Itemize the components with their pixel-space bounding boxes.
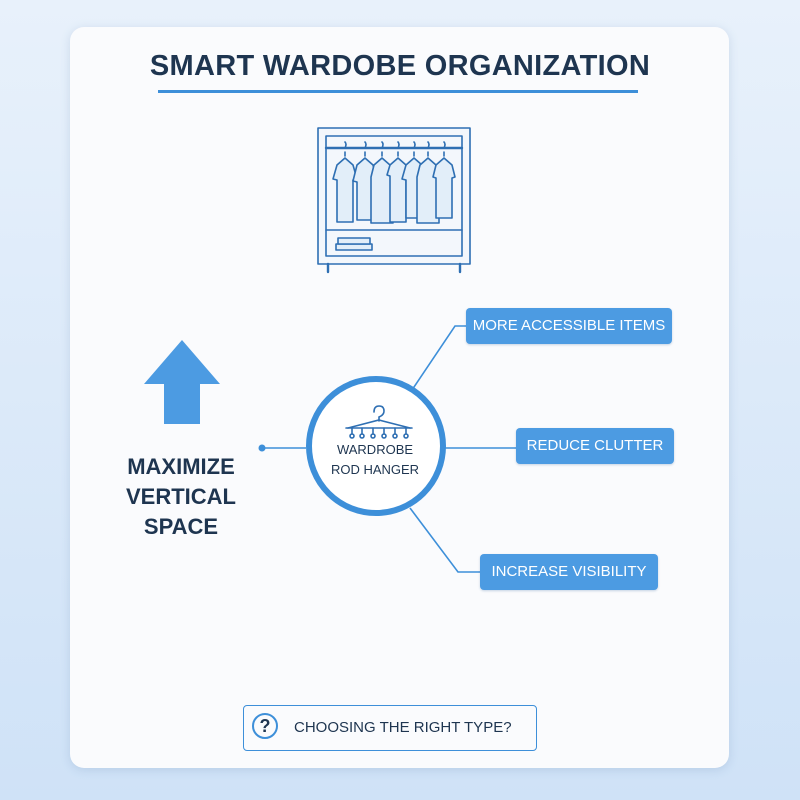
center-label-line: WARDROBE [336,442,414,457]
title-underline [158,90,638,93]
center-label-line: ROD HANGER [330,462,420,477]
connector-dot [258,444,266,452]
wardrobe-icon [317,127,471,274]
left-label-line: VERTICAL [126,484,236,509]
choosing-type-button[interactable]: ? CHOOSING THE RIGHT TYPE? [243,705,537,751]
question-icon: ? [252,713,278,739]
left-label-line: SPACE [143,514,219,539]
connector-lines [262,325,516,573]
center-circle [306,376,446,516]
page-title: SMART WARDOBE ORGANIZATION [149,50,651,82]
benefit-reduce-clutter[interactable]: REDUCE CLUTTER [516,428,674,464]
benefit-accessible-items[interactable]: MORE ACCESSIBLE ITEMS [466,308,672,344]
up-arrow-icon [144,340,220,424]
maximize-vertical-space-label: MAXIMIZE VERTICAL SPACE [116,452,246,542]
question-text: CHOOSING THE RIGHT TYPE? [294,719,512,736]
center-label: WARDROBE ROD HANGER [310,440,440,480]
hanger-icon [345,405,413,439]
left-label-line: MAXIMIZE [127,454,235,479]
benefit-increase-visibility[interactable]: INCREASE VISIBILITY [480,554,658,590]
